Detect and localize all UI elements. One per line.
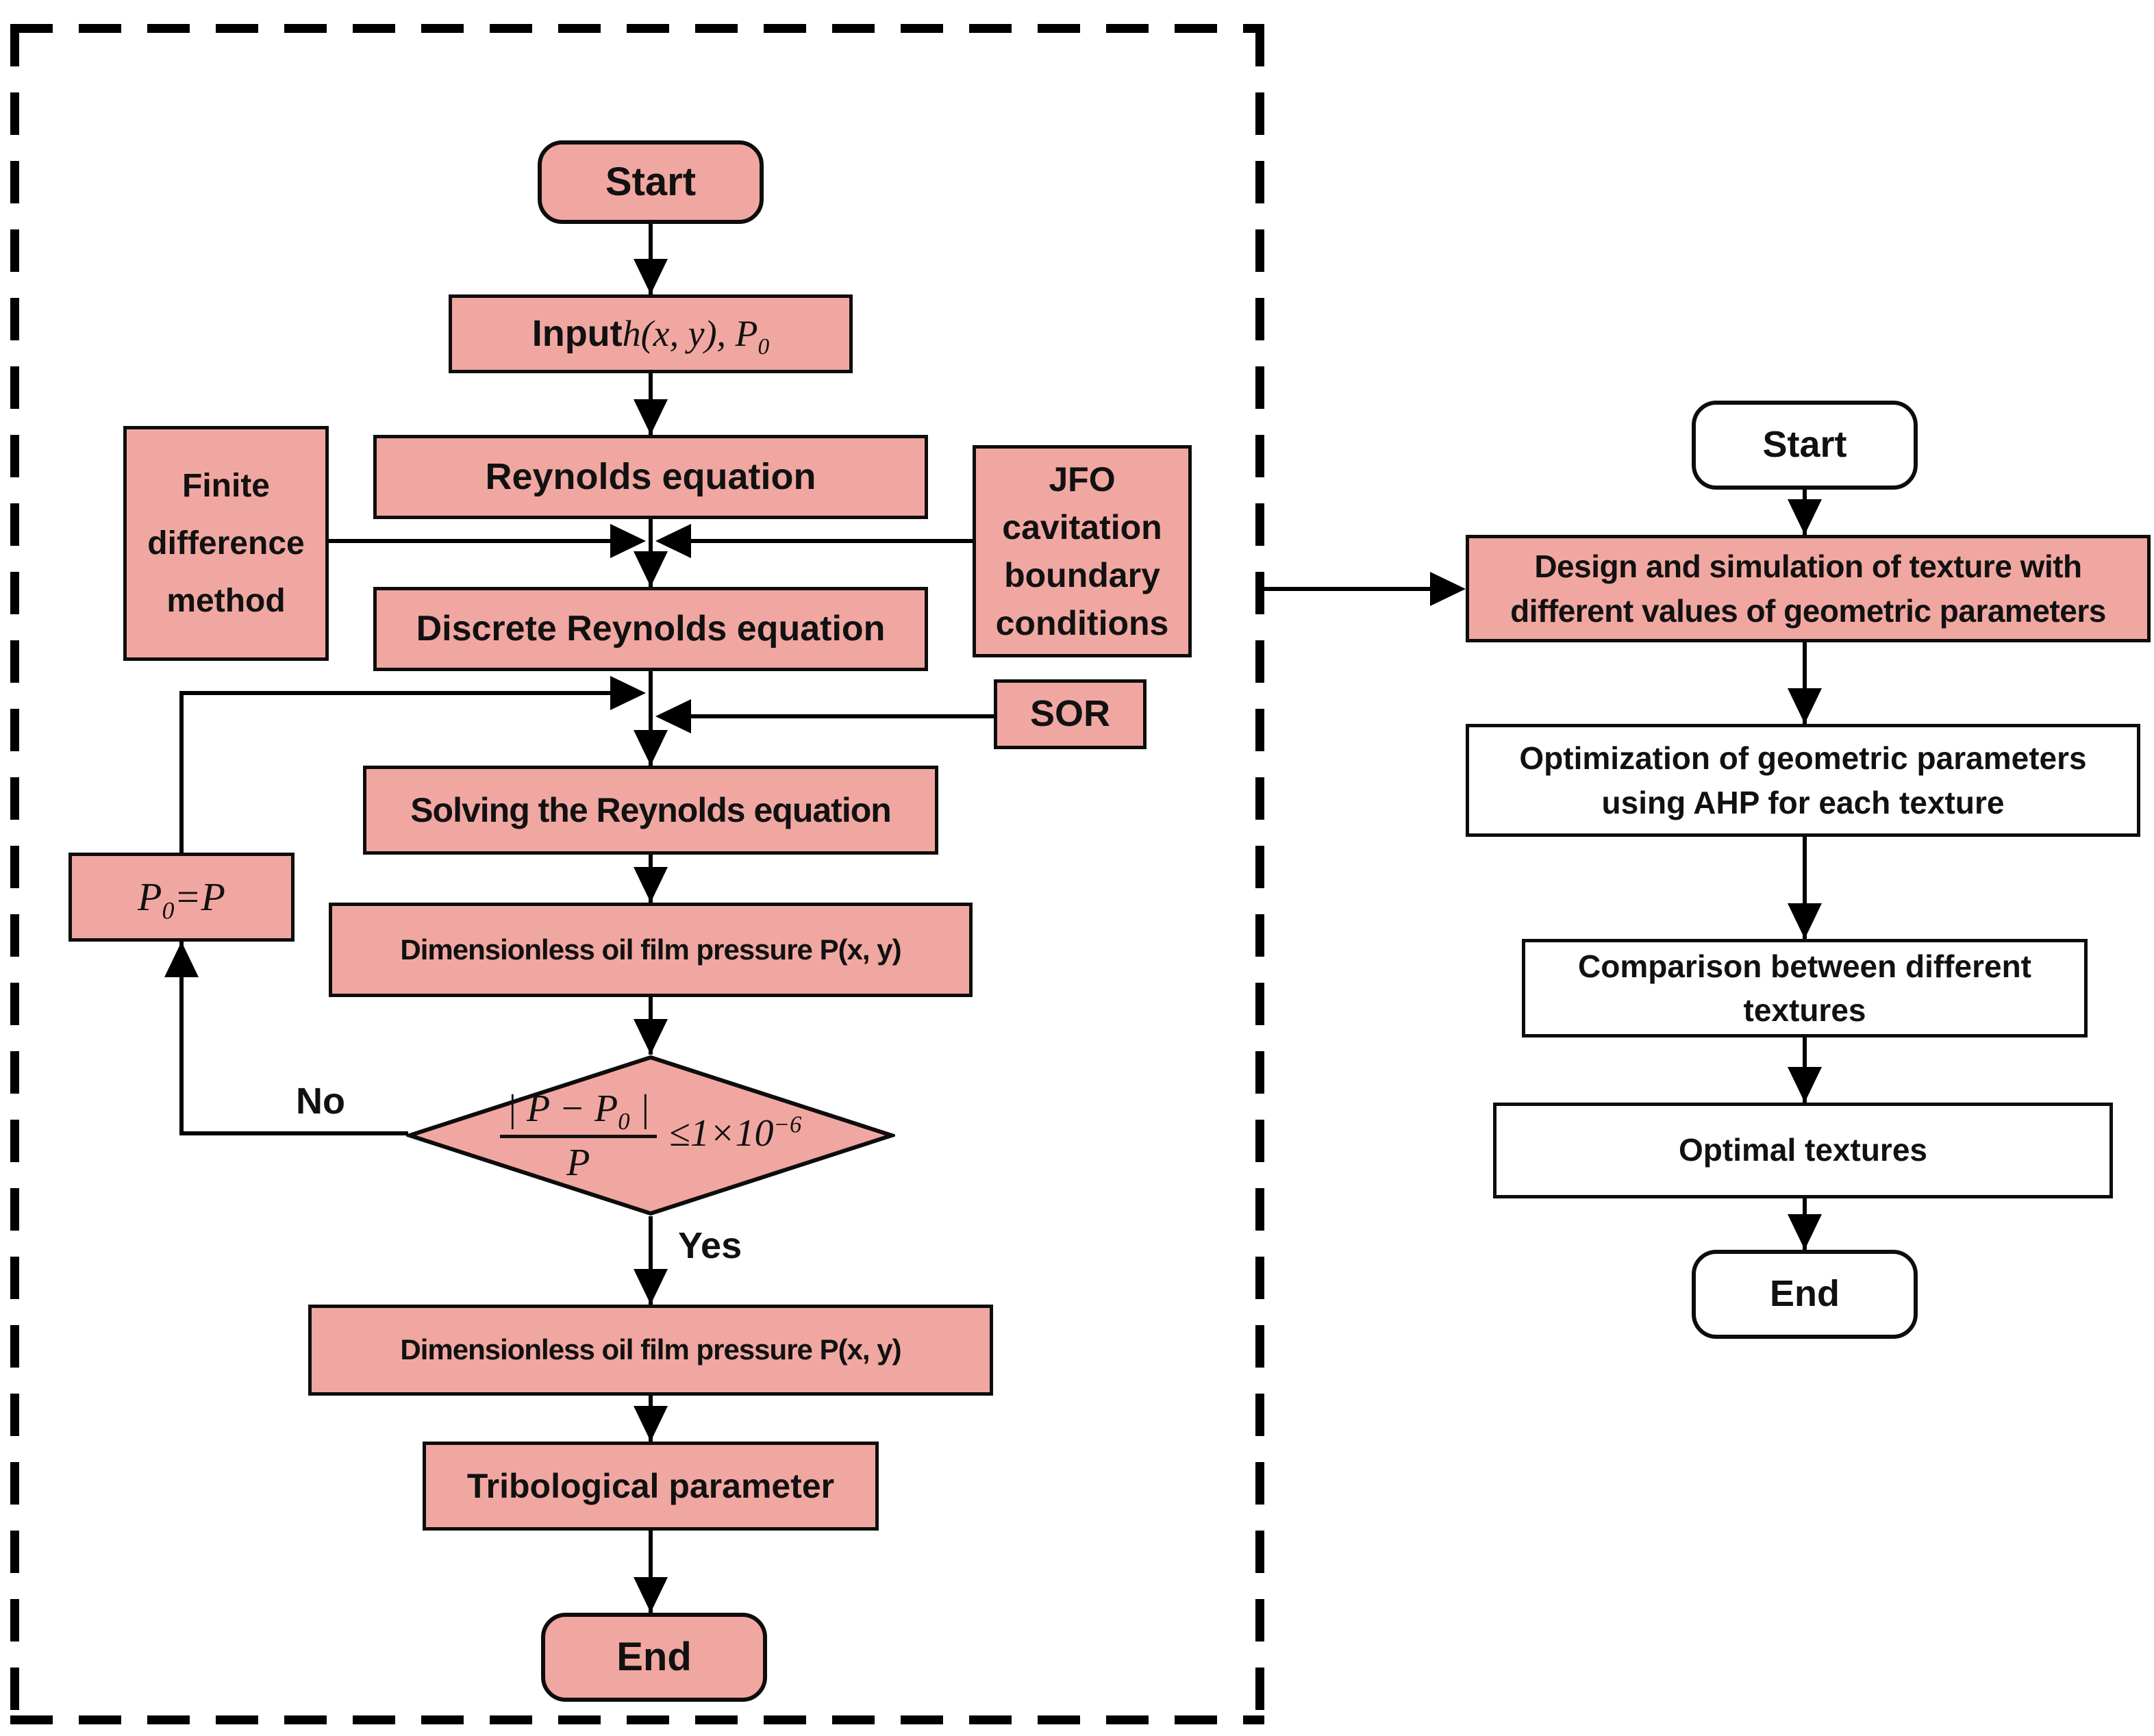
edge-design-to-optimization-line <box>1803 642 1807 724</box>
optimization-ahp-label: Optimization of geometric parameters usi… <box>1519 740 2087 820</box>
node-p0-assignment: P0=P <box>68 853 295 942</box>
edge-jfo-line <box>690 539 973 543</box>
start-right-label: Start <box>1762 424 1847 466</box>
edge-boundary-to-design-line <box>1264 587 1430 591</box>
node-oil-film-pressure-2: Dimensionless oil film pressure P(x, y) <box>308 1305 993 1396</box>
edge-pressure2-to-tribological-arrowhead <box>634 1406 668 1442</box>
edge-sor-arrowhead <box>655 699 691 733</box>
edge-finite-difference-line <box>329 539 610 543</box>
edge-finite-difference-arrowhead <box>610 524 646 558</box>
dashed-boundary-top <box>10 24 1264 33</box>
node-tribological-parameter: Tribological parameter <box>423 1442 879 1531</box>
node-start-right: Start <box>1692 401 1918 490</box>
edge-boundary-to-design-arrowhead <box>1430 572 1466 606</box>
oil-film-pressure-1-label: Dimensionless oil film pressure P(x, y) <box>400 933 901 966</box>
decision-numerator: | P − P0 | <box>499 1087 658 1138</box>
start-left-label: Start <box>605 159 697 204</box>
edge-tribological-to-end-line <box>649 1531 653 1613</box>
edge-pressure1-to-decision-arrowhead <box>634 1019 668 1055</box>
no-label: No <box>296 1081 345 1122</box>
node-end-right: End <box>1692 1250 1918 1339</box>
node-end-left: End <box>541 1613 767 1702</box>
solving-reynolds-label: Solving the Reynolds equation <box>410 790 892 829</box>
edge-discrete-to-solving-arrowhead <box>634 730 668 766</box>
tribological-label: Tribological parameter <box>466 1466 835 1505</box>
comparison-textures-label: Comparison between different textures <box>1578 948 2031 1028</box>
end-right-label: End <box>1770 1273 1840 1315</box>
edge-rstart-to-design-arrowhead <box>1788 499 1822 535</box>
discrete-reynolds-label: Discrete Reynolds equation <box>416 609 886 649</box>
jfo-label: JFO cavitation boundary conditions <box>995 460 1169 642</box>
edge-no-up-arrowhead <box>164 942 199 977</box>
node-optimal-textures: Optimal textures <box>1493 1103 2113 1198</box>
input-label-prefix: Input <box>531 312 623 354</box>
dashed-boundary-bottom <box>10 1715 1264 1724</box>
edge-design-to-optimization-arrowhead <box>1788 688 1822 724</box>
sor-label: SOR <box>1029 693 1111 735</box>
edge-loop-return-line <box>181 691 610 695</box>
decision-condition: ≤1×10−6 <box>669 1111 802 1155</box>
edge-solving-to-pressure1-arrowhead <box>634 867 668 903</box>
node-sor: SOR <box>994 679 1147 749</box>
dashed-boundary-left <box>10 24 19 1724</box>
p0-assignment-label: P0=P <box>138 874 225 924</box>
edge-input-to-reynolds-arrowhead <box>634 399 668 435</box>
optimal-textures-label: Optimal textures <box>1679 1132 1927 1168</box>
edge-sor-line <box>691 714 994 718</box>
node-comparison-textures: Comparison between different textures <box>1522 939 2088 1037</box>
node-convergence-decision: | P − P0 | P ≤1×10−6 <box>406 1055 895 1216</box>
finite-difference-label: Finite difference method <box>147 467 305 619</box>
oil-film-pressure-2-label: Dimensionless oil film pressure P(x, y) <box>400 1333 901 1366</box>
node-oil-film-pressure-1: Dimensionless oil film pressure P(x, y) <box>329 903 973 997</box>
node-discrete-reynolds: Discrete Reynolds equation <box>373 587 928 671</box>
node-jfo-cavitation-conditions: JFO cavitation boundary conditions <box>973 445 1192 657</box>
edge-optimization-to-comparison-arrowhead <box>1788 903 1822 939</box>
edge-p0-up-line <box>179 691 184 853</box>
design-simulation-label: Design and simulation of texture with di… <box>1510 549 2106 629</box>
edge-decision-yes-line <box>649 1216 653 1305</box>
node-finite-difference-method: Finite difference method <box>123 426 329 661</box>
reynolds-label: Reynolds equation <box>485 455 816 497</box>
edge-optimization-to-comparison-line <box>1803 837 1807 939</box>
node-reynolds-equation: Reynolds equation <box>373 435 928 519</box>
edge-tribological-to-end-arrowhead <box>634 1577 668 1613</box>
edge-decision-no-line <box>181 1131 408 1135</box>
node-input: Input h(x, y), P0 <box>449 294 853 373</box>
input-label-math: h(x, y), P0 <box>622 312 770 360</box>
yes-label: Yes <box>678 1225 742 1266</box>
node-solving-reynolds: Solving the Reynolds equation <box>363 766 938 855</box>
edge-jfo-arrowhead <box>655 524 691 558</box>
decision-denominator: P <box>566 1141 590 1184</box>
edge-no-up-line <box>179 942 184 1135</box>
node-optimization-ahp: Optimization of geometric parameters usi… <box>1466 724 2140 837</box>
edge-comparison-to-optimal-arrowhead <box>1788 1067 1822 1103</box>
node-start-left: Start <box>538 140 764 224</box>
edge-decision-yes-arrowhead <box>634 1269 668 1305</box>
edge-optimal-to-rend-arrowhead <box>1788 1214 1822 1250</box>
edge-loop-return-arrowhead <box>610 676 646 710</box>
dashed-boundary-right <box>1255 24 1264 1724</box>
node-design-simulation: Design and simulation of texture with di… <box>1466 535 2151 642</box>
edge-start-to-input-arrowhead <box>634 259 668 294</box>
end-left-label: End <box>616 1634 692 1679</box>
decision-fraction: | P − P0 | P <box>499 1087 658 1185</box>
edge-discrete-to-solving-line <box>649 671 653 766</box>
